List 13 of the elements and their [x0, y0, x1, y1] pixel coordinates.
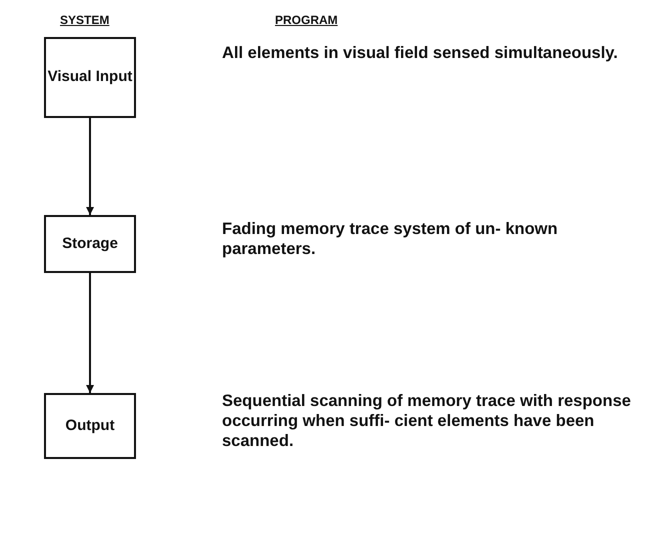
process-box	[44, 37, 136, 118]
arrow	[86, 118, 94, 215]
box-label: Output	[65, 416, 115, 436]
box-label: Visual Input	[48, 68, 132, 87]
column-heading: PROGRAM	[275, 13, 338, 27]
box-label: Storage	[62, 234, 118, 254]
column-heading: SYSTEM	[60, 13, 110, 27]
process-box	[44, 393, 136, 459]
description-text: All elements in visual field sensed simultaneously.	[222, 44, 619, 64]
process-box	[44, 215, 136, 273]
description-text: Sequential scanning of memory trace with response occurring when suffi- cient elements have been scanned.	[222, 392, 632, 452]
description-text: Fading memory trace system of un- known parameters.	[222, 220, 559, 260]
arrow	[86, 273, 94, 393]
